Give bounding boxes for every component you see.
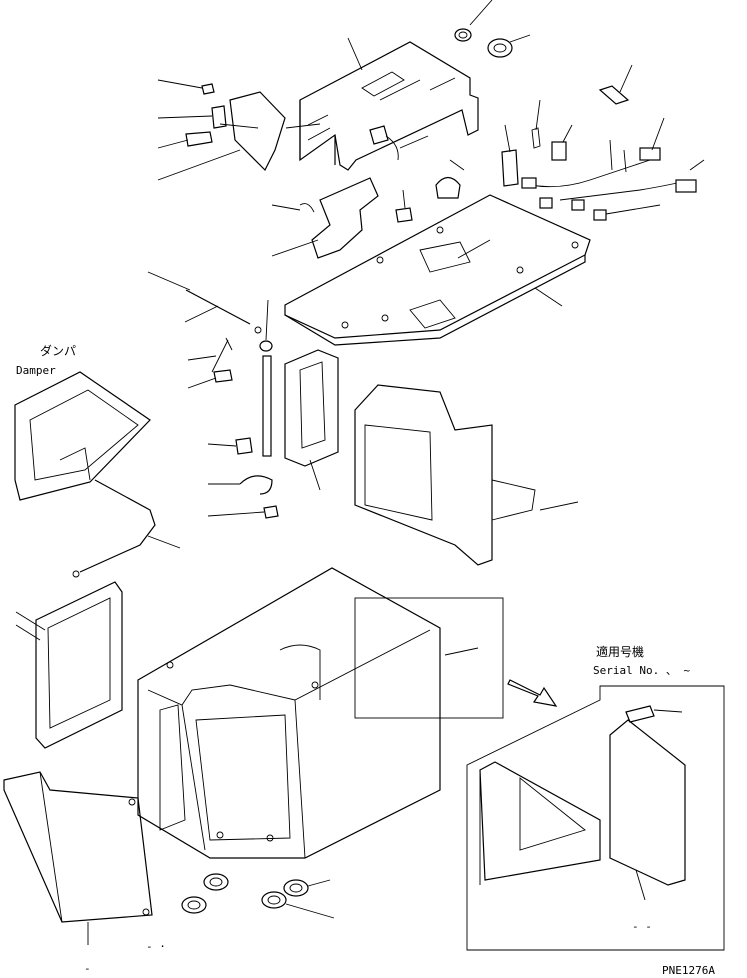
- bottom-mark-a: -: [84, 962, 91, 975]
- small-bolt-1: [157, 79, 215, 95]
- relay-cap: [551, 124, 573, 161]
- control-cable: [147, 271, 262, 334]
- top-cover-part: [299, 37, 479, 171]
- filter-frame: [284, 349, 339, 491]
- grommet-top-right: [487, 34, 531, 58]
- small-grommet: [395, 189, 413, 223]
- rod-assembly: [187, 299, 279, 519]
- bracket-clip: [598, 64, 633, 105]
- main-housing: [137, 567, 441, 859]
- mid-bracket: [271, 177, 379, 259]
- grommet-knob: [435, 159, 465, 199]
- grommet-bottom-1: [203, 873, 229, 891]
- switch-plate: [157, 91, 321, 181]
- switch-connector: [369, 125, 429, 161]
- inset-part-marks: - -: [632, 920, 652, 933]
- detail-callout-box: [354, 597, 504, 719]
- damper-label-en: Damper: [16, 364, 56, 377]
- base-plate: [284, 194, 591, 346]
- drawing-code: PNE1276A: [662, 964, 715, 977]
- side-frame-panel: [15, 581, 123, 749]
- grommet-bottom-4: [261, 891, 335, 919]
- grommet-bottom-3: [283, 879, 331, 897]
- detail-arrow: [507, 679, 558, 707]
- clip-small: [531, 99, 541, 149]
- relay-left: [501, 124, 519, 187]
- detail-inset: [466, 685, 725, 951]
- damper-assembly: [14, 371, 181, 578]
- serial-label-en: Serial No. 、 ~: [593, 664, 690, 677]
- serial-label-jp: 適用号機: [596, 644, 644, 659]
- wire-harness: [521, 117, 705, 221]
- grommet-bottom-2: [181, 896, 207, 914]
- bottom-cover-plate: [3, 771, 153, 945]
- damper-label-jp: ダンパ: [40, 343, 76, 358]
- grommet-top-left: [454, 0, 493, 42]
- bottom-mark-b: - ·: [146, 940, 166, 953]
- air-duct: [354, 384, 579, 566]
